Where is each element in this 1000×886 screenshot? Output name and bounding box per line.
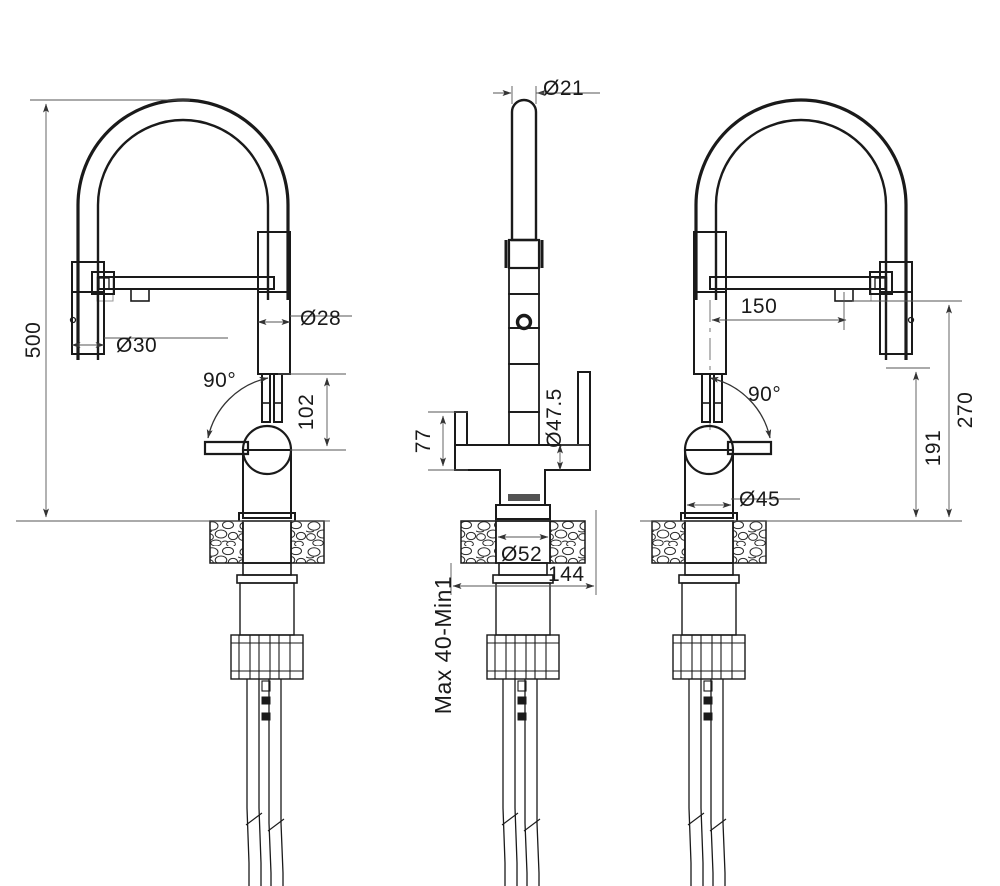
center-outlet-nozzle: [510, 98, 538, 242]
dim-overall-height: 500: [22, 322, 45, 359]
dim-body-diameter: Ø45: [739, 488, 780, 511]
center-baseplate: [495, 504, 551, 520]
brand-logo-mark: [508, 494, 540, 501]
left-outlet-leg: [69, 261, 105, 355]
dim-swivel-height: 191: [922, 430, 945, 467]
dim-handle-base-diameter: Ø30: [116, 334, 157, 357]
center-left-lever: [454, 411, 468, 470]
dim-outlet-nozzle-diameter: Ø21: [543, 77, 584, 100]
right-supply-assembly: [672, 562, 746, 886]
right-worktop: [651, 520, 767, 564]
right-support-arm: [709, 271, 893, 302]
dim-spout-outlet-height: 270: [954, 392, 977, 429]
left-support-arm: [91, 271, 275, 302]
center-supply-assembly: [486, 562, 560, 886]
left-spring-spout: [76, 98, 290, 360]
left-view: 500 Ø30 Ø28 102 90°: [16, 98, 352, 886]
center-body: [454, 411, 591, 506]
right-spring-spout: [694, 98, 908, 360]
right-handle-stem: [701, 373, 723, 423]
dim-swivel-angle-right: 90°: [748, 383, 781, 406]
right-dimension-lines: [640, 292, 962, 522]
dim-body-width: Ø47.5: [543, 388, 566, 448]
center-worktop: [460, 520, 586, 564]
center-dimension-lines: [428, 86, 600, 595]
left-supply-assembly: [230, 562, 304, 886]
dim-base-width: 144: [548, 563, 585, 586]
left-spout-column: [257, 231, 291, 375]
dim-lever-height: 77: [412, 429, 435, 453]
dim-spout-tube-diameter: Ø28: [300, 307, 341, 330]
left-dimension-lines: [16, 99, 352, 522]
left-worktop: [209, 520, 325, 564]
note-worktop-thickness: Max 40-Min1: [430, 576, 456, 714]
right-outlet-leg: [879, 261, 915, 355]
right-body: [680, 449, 738, 524]
dim-swivel-angle-left: 90°: [203, 369, 236, 392]
center-hose-column: [504, 238, 544, 413]
dim-handle-height: 102: [295, 394, 318, 431]
center-right-lever: [577, 371, 591, 470]
right-view: 150 270 191 Ø45 90°: [640, 98, 977, 886]
dim-mounting-hole-diameter: Ø52: [501, 543, 542, 566]
left-handle-stem: [261, 373, 283, 423]
center-view: Ø21 Ø47.5 77 Ø52 144 Max 40-Min1: [412, 77, 600, 886]
dim-spout-reach: 150: [741, 295, 778, 318]
left-body: [238, 449, 296, 524]
